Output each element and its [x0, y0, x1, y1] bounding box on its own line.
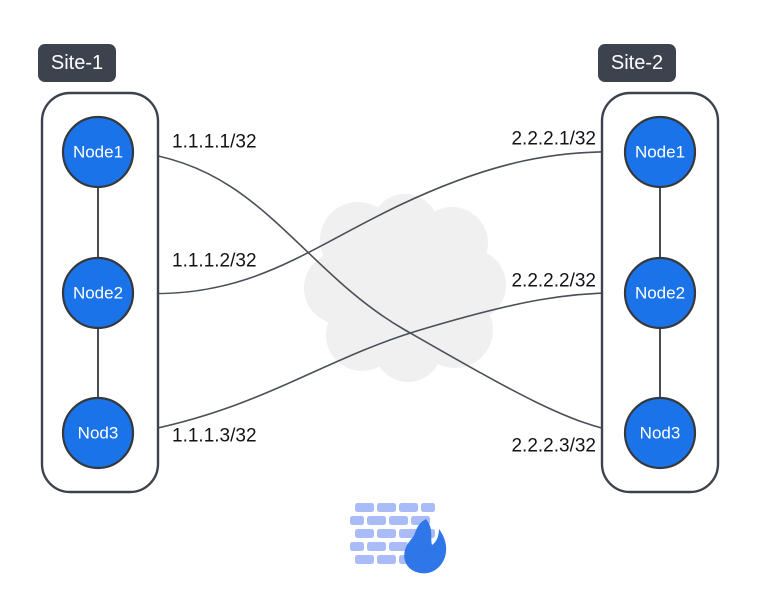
site-2-node3[interactable] [623, 396, 697, 470]
site-1-node3-label: Nod3 [78, 424, 119, 443]
firewall-brick-1-0 [350, 516, 364, 525]
site-2-node1-label: Node1 [635, 143, 685, 162]
firewall-brick-0-2 [399, 503, 418, 512]
firewall-brick-3-0 [350, 542, 364, 551]
firewall-brick-2-1 [377, 529, 396, 538]
site-1-node2-label: Node2 [73, 284, 123, 303]
site-1-node3[interactable] [61, 396, 135, 470]
site-2-badge-label: Site-2 [611, 52, 663, 74]
site-2-badge[interactable] [598, 44, 676, 82]
edge-label-1-1-1-2: 1.1.1.2/32 [172, 251, 257, 272]
firewall-icon [350, 503, 447, 574]
firewall-brick-1-1 [367, 516, 386, 525]
firewall-brick-1-2 [389, 516, 408, 525]
firewall-brick-4-1 [377, 555, 396, 564]
edge-label-1-1-1-3: 1.1.1.3/32 [172, 426, 257, 447]
internet-cloud [304, 194, 506, 382]
site-2-node3-label: Nod3 [640, 424, 681, 443]
firewall-brick-2-2 [399, 529, 418, 538]
site-1-node1[interactable] [61, 115, 135, 189]
cloud-puff-8 [347, 230, 463, 346]
firewall-brick-3-2 [389, 542, 408, 551]
site-2-node2-label: Node2 [635, 284, 685, 303]
site-1-node1-label: Node1 [73, 143, 123, 162]
link-site1-node3-to-site2-node2[interactable] [132, 292, 626, 434]
edge-label-2-2-2-3: 2.2.2.3/32 [511, 436, 596, 457]
link-site1-node2-to-site2-node1[interactable] [132, 150, 626, 295]
site-1-badge[interactable] [38, 44, 116, 82]
firewall-brick-2-0 [355, 529, 374, 538]
firewall-brick-4-0 [355, 555, 374, 564]
firewall-brick-0-3 [421, 503, 435, 512]
edge-labels-group: 1.1.1.1/32 1.1.1.2/32 1.1.1.3/32 2.2.2.1/32… [172, 129, 596, 457]
firewall-brick-0-0 [355, 503, 374, 512]
link-site1-node1-to-site2-node3[interactable] [132, 151, 626, 434]
edge-label-1-1-1-1: 1.1.1.1/32 [172, 132, 257, 153]
edge-label-2-2-2-2: 2.2.2.2/32 [511, 271, 596, 292]
firewall-brick-3-1 [367, 542, 386, 551]
site-2-node2[interactable] [623, 256, 697, 330]
site-1-badge-label: Site-1 [51, 52, 103, 74]
firewall-brick-0-1 [377, 503, 396, 512]
firewall-flame-icon [404, 519, 447, 574]
site-2-node1[interactable] [623, 115, 697, 189]
site-1-node2[interactable] [61, 256, 135, 330]
cross-site-links [132, 150, 626, 434]
edge-label-2-2-2-1: 2.2.2.1/32 [511, 129, 596, 150]
